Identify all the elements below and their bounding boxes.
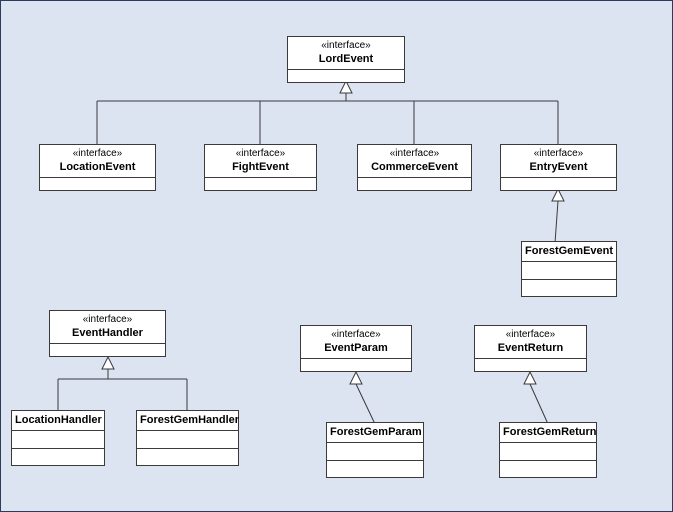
uml-interface-lordevent[interactable]: «interface» LordEvent <box>287 36 405 83</box>
class-name: EventParam <box>324 342 388 354</box>
uml-class-forestgemevent[interactable]: ForestGemEvent <box>521 241 617 297</box>
node-header: LocationHandler <box>12 411 104 431</box>
members-compartment <box>301 359 411 371</box>
members-compartment <box>40 178 155 190</box>
members-compartment <box>205 178 316 190</box>
class-name: EventReturn <box>497 342 564 354</box>
operations-compartment <box>522 279 616 296</box>
uml-class-forestgemreturn[interactable]: ForestGemReturn <box>499 422 597 478</box>
class-name: LocationHandler <box>15 414 102 426</box>
node-header: «interface» EntryEvent <box>501 145 616 178</box>
attributes-compartment <box>137 431 238 448</box>
members-compartment <box>501 178 616 190</box>
hollow-triangle-icon <box>339 79 353 94</box>
uml-interface-commerceevent[interactable]: «interface» CommerceEvent <box>357 144 472 191</box>
class-name: FightEvent <box>232 161 289 173</box>
attributes-compartment <box>500 443 596 460</box>
operations-compartment <box>500 460 596 477</box>
members-compartment <box>475 359 586 371</box>
uml-interface-locationevent[interactable]: «interface» LocationEvent <box>39 144 156 191</box>
class-name: LocationEvent <box>59 161 136 173</box>
node-header: ForestGemReturn <box>500 423 597 443</box>
uml-class-forestgemhandler[interactable]: ForestGemHandler <box>136 410 239 466</box>
uml-interface-eventparam[interactable]: «interface» EventParam <box>300 325 412 372</box>
node-header: «interface» EventHandler <box>50 311 165 344</box>
hollow-triangle-icon <box>551 187 565 202</box>
stereotype-label: «interface» <box>505 329 556 340</box>
hollow-triangle-icon <box>101 355 115 370</box>
node-header: ForestGemParam <box>327 423 423 443</box>
uml-class-forestgemparam[interactable]: ForestGemParam <box>326 422 424 478</box>
stereotype-label: «interface» <box>235 148 286 159</box>
node-header: «interface» LocationEvent <box>40 145 155 178</box>
node-header: «interface» FightEvent <box>205 145 316 178</box>
attributes-compartment <box>522 262 616 279</box>
class-name: EventHandler <box>72 327 143 339</box>
class-name: ForestGemEvent <box>525 245 614 257</box>
uml-interface-fightevent[interactable]: «interface» FightEvent <box>204 144 317 191</box>
node-header: «interface» EventParam <box>301 326 411 359</box>
node-header: «interface» CommerceEvent <box>358 145 471 178</box>
uml-interface-eventreturn[interactable]: «interface» EventReturn <box>474 325 587 372</box>
stereotype-label: «interface» <box>321 40 371 51</box>
members-compartment <box>288 70 404 82</box>
uml-class-locationhandler[interactable]: LocationHandler <box>11 410 105 466</box>
stereotype-label: «interface» <box>331 329 381 340</box>
operations-compartment <box>137 448 238 465</box>
members-compartment <box>50 344 165 356</box>
class-name: ForestGemReturn <box>503 426 597 438</box>
node-header: ForestGemEvent <box>522 242 616 262</box>
node-header: «interface» LordEvent <box>288 37 404 70</box>
hollow-triangle-icon <box>349 370 363 385</box>
stereotype-label: «interface» <box>533 148 584 159</box>
node-header: «interface» EventReturn <box>475 326 586 359</box>
stereotype-label: «interface» <box>389 148 440 159</box>
operations-compartment <box>12 448 104 465</box>
attributes-compartment <box>12 431 104 448</box>
stereotype-label: «interface» <box>82 314 133 325</box>
uml-interface-eventhandler[interactable]: «interface» EventHandler <box>49 310 166 357</box>
attributes-compartment <box>327 443 423 460</box>
operations-compartment <box>327 460 423 477</box>
class-name: ForestGemParam <box>330 426 422 438</box>
members-compartment <box>358 178 471 190</box>
stereotype-label: «interface» <box>72 148 123 159</box>
node-header: ForestGemHandler <box>137 411 240 431</box>
uml-interface-entryevent[interactable]: «interface» EntryEvent <box>500 144 617 191</box>
class-name: CommerceEvent <box>371 161 458 173</box>
class-name: ForestGemHandler <box>140 414 240 426</box>
hollow-triangle-icon <box>523 370 537 385</box>
class-name: LordEvent <box>318 53 374 65</box>
class-name: EntryEvent <box>529 161 588 173</box>
